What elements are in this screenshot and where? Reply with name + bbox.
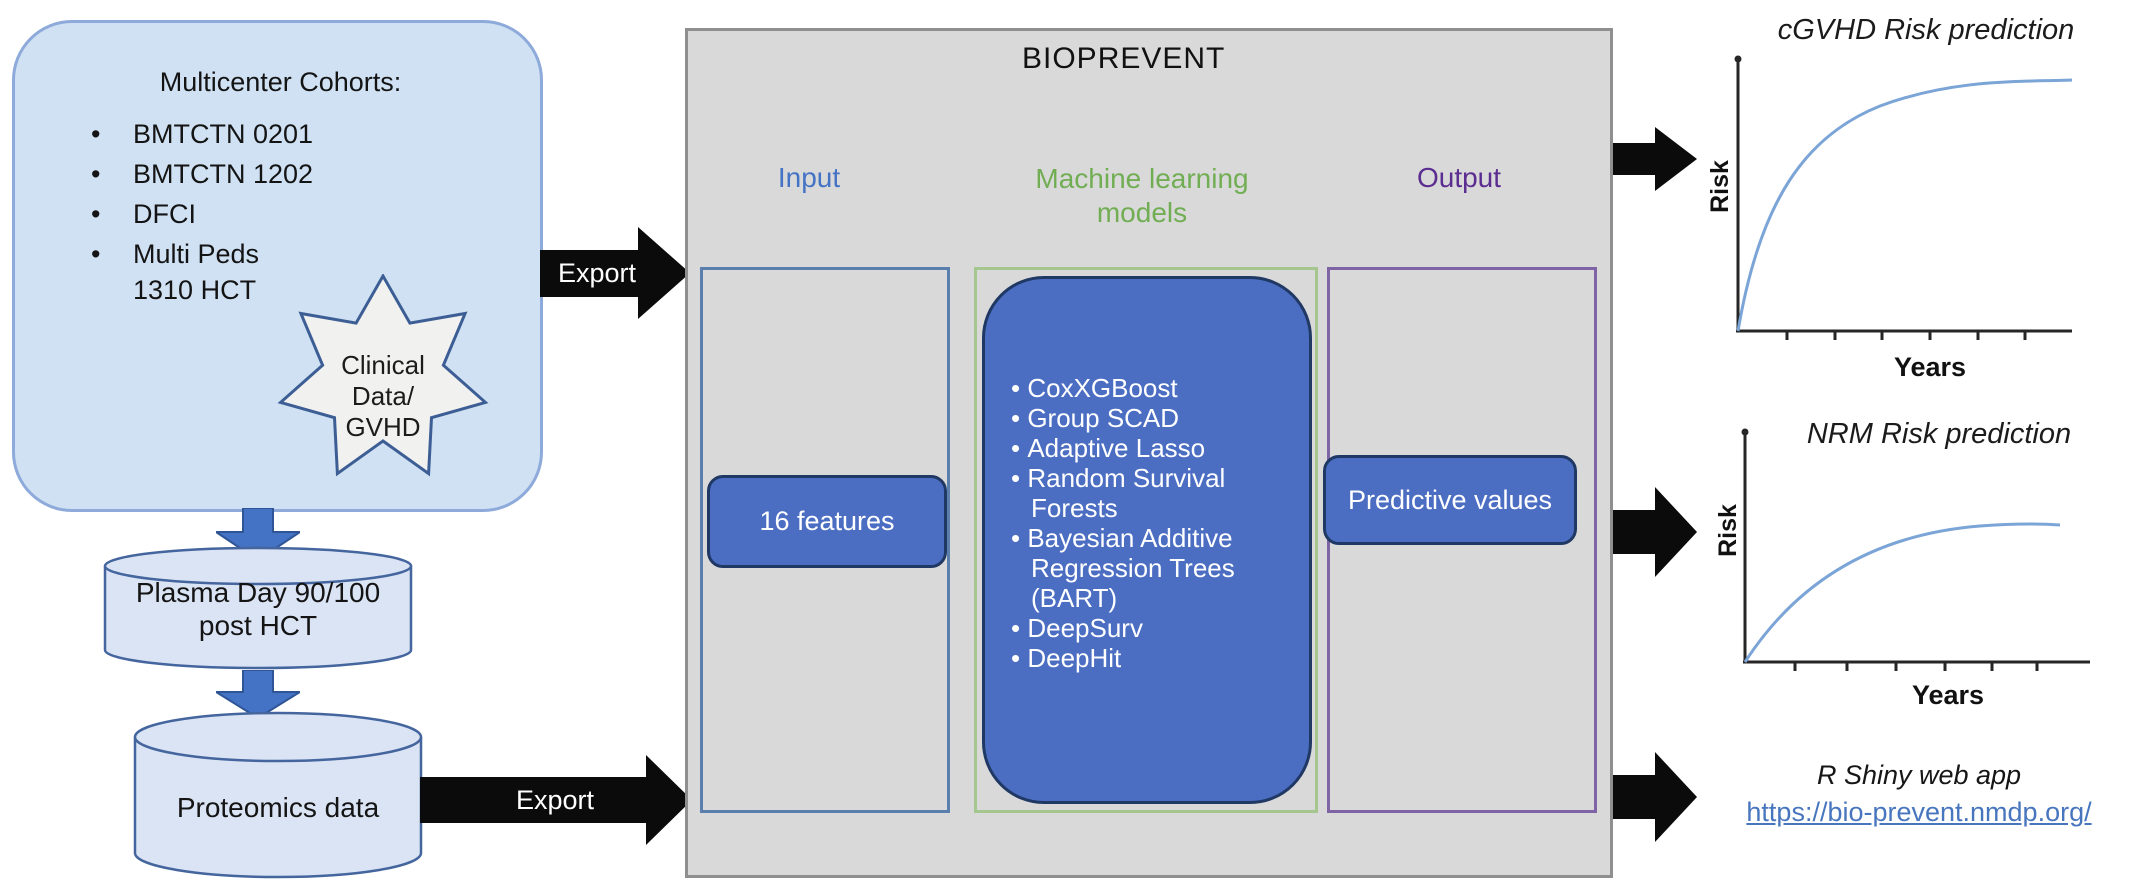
star-line1: Clinical [341, 350, 425, 380]
cgvhd-chart-plot [1734, 55, 2073, 340]
cohort-item: BMTCTN 0201 [91, 119, 313, 150]
export-label: Export [558, 258, 637, 288]
ml-model-item: CoxXGBoost [1011, 373, 1261, 403]
export-arrow-top: Export [540, 227, 690, 319]
cohort-item: BMTCTN 1202 [91, 159, 313, 190]
webapp-label: R Shiny web app [1816, 760, 2022, 790]
cgvhd-risk-chart: cGVHD Risk prediction Risk Years [1690, 6, 2138, 398]
nrm-risk-chart: NRM Risk prediction Risk Years [1700, 412, 2138, 722]
webapp-block: R Shiny web app https://bio-prevent.nmdp… [1700, 760, 2138, 828]
webapp-link[interactable]: https://bio-prevent.nmdp.org/ [1746, 797, 2092, 827]
predictive-values-box: Predictive values [1323, 455, 1577, 545]
ml-model-item: DeepHit [1011, 643, 1261, 673]
plasma-line1: Plasma Day 90/100 [135, 577, 381, 608]
ml-model-item: Group SCAD [1011, 403, 1261, 433]
output-arrow-cgvhd [1613, 127, 1697, 191]
star-line2: Data/ [351, 381, 415, 411]
cohorts-list: BMTCTN 0201BMTCTN 1202DFCI Multi Peds [91, 119, 313, 279]
multicenter-cohorts-panel: Multicenter Cohorts: BMTCTN 0201BMTCTN 1… [12, 20, 543, 512]
export-label: Export [516, 785, 595, 815]
predictive-values-label: Predictive values [1347, 484, 1553, 515]
input-column-label: Input [777, 162, 841, 193]
right-arrow-icon [1613, 487, 1697, 577]
features-label: 16 features [759, 506, 895, 536]
output-column-label: Output [1416, 162, 1502, 193]
bioprevent-title: BIOPREVENT [1022, 42, 1226, 75]
export-arrow-bottom: Export [420, 755, 692, 845]
output-arrow-nrm [1613, 487, 1697, 577]
ml-column-label: Machine learning models [1035, 163, 1249, 228]
nrm-ylabel: Risk [1713, 504, 1742, 557]
cohort-item: DFCI [91, 199, 313, 230]
cohorts-title: Multicenter Cohorts: [159, 67, 402, 97]
proteomics-label: Proteomics data [176, 792, 380, 823]
ml-model-item: DeepSurv [1011, 613, 1261, 643]
nrm-chart-plot [1741, 428, 2090, 671]
cgvhd-ylabel: Risk [1705, 160, 1734, 213]
features-box: 16 features [707, 475, 947, 568]
proteomics-cylinder: Proteomics data [133, 710, 423, 880]
cylinder-icon [103, 546, 413, 670]
output-arrow-webapp [1613, 752, 1697, 842]
plasma-line2: post HCT [198, 610, 318, 641]
plasma-label: Plasma Day 90/100 post HCT [103, 576, 413, 642]
right-arrow-icon [1613, 752, 1697, 842]
right-arrow-icon [540, 227, 690, 319]
ml-model-item: Adaptive Lasso [1011, 433, 1261, 463]
nrm-xlabel: Years [1912, 680, 1985, 710]
cylinder-icon [133, 711, 423, 879]
ml-model-item: Random Survival Forests [1011, 463, 1261, 523]
ml-models-list: CoxXGBoostGroup SCADAdaptive LassoRandom… [985, 279, 1309, 673]
star-line3: GVHD [345, 412, 421, 442]
cgvhd-xlabel: Years [1894, 352, 1967, 382]
down-arrow-icon [215, 507, 301, 561]
right-arrow-icon [420, 755, 692, 845]
right-arrow-icon [1613, 127, 1697, 191]
clinical-data-star: Clinical Data/ GVHD [263, 272, 503, 480]
cgvhd-chart-title: cGVHD Risk prediction [1777, 14, 2075, 46]
star-shape-icon [277, 272, 489, 477]
nrm-chart-title: NRM Risk prediction [1806, 418, 2072, 450]
star-label: Clinical Data/ GVHD [263, 350, 503, 443]
down-arrow-icon [215, 669, 301, 719]
ml-models-box: CoxXGBoostGroup SCADAdaptive LassoRandom… [982, 276, 1312, 804]
cohort-item: Multi Peds [91, 239, 313, 270]
plasma-cylinder: Plasma Day 90/100 post HCT [103, 546, 413, 670]
hct-total: 1310 HCT [133, 275, 257, 305]
ml-model-item: Bayesian Additive Regression Trees (BART… [1011, 523, 1261, 613]
